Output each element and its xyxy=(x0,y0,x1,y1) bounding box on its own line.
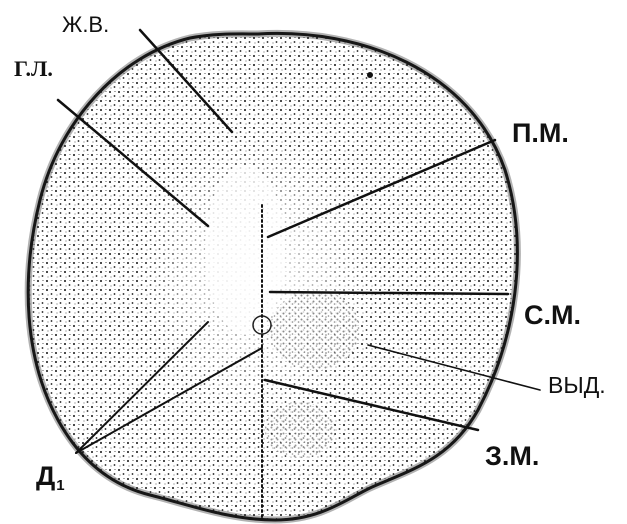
label-p-m: П.М. xyxy=(512,120,569,147)
label-d1: Д1 xyxy=(36,463,65,493)
label-s-m: С.М. xyxy=(524,302,581,329)
label-zh-v: Ж.В. xyxy=(62,14,109,36)
label-g-l: Г.Л. xyxy=(14,58,53,80)
label-d1-subscript: 1 xyxy=(56,477,64,494)
label-z-m: З.М. xyxy=(485,443,539,470)
label-vyd: ВЫД. xyxy=(548,374,606,397)
label-d1-main: Д xyxy=(36,461,55,491)
